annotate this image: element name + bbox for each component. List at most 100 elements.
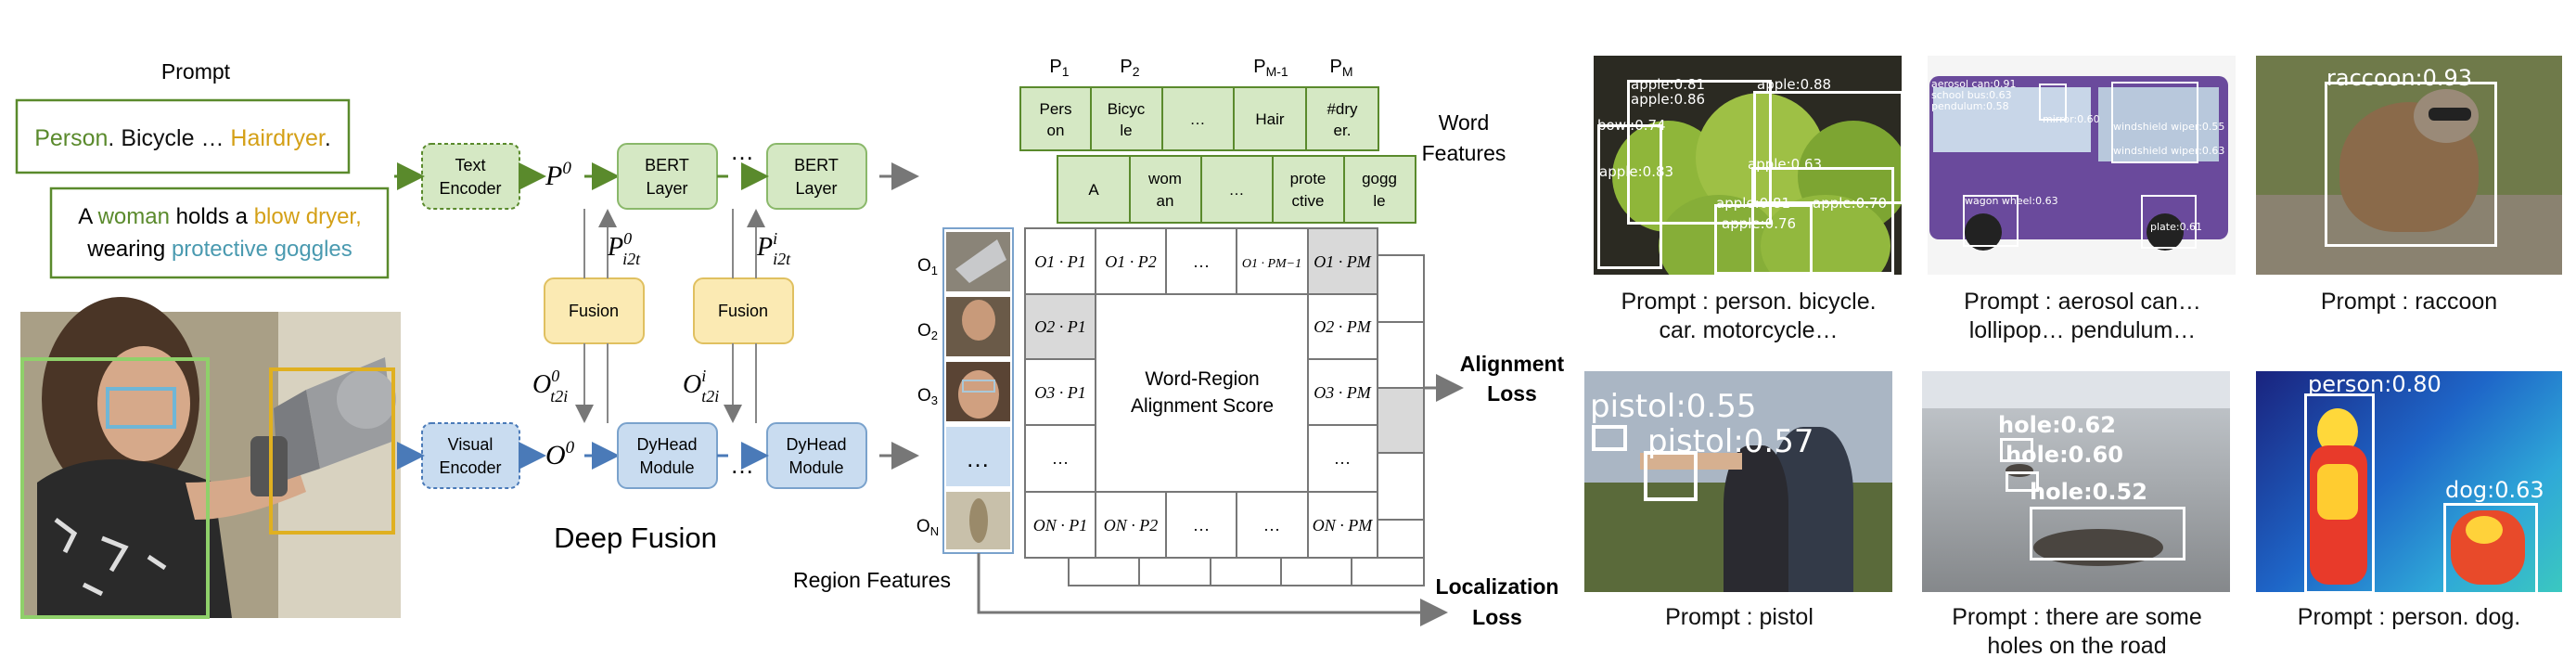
det-box — [2141, 195, 2197, 249]
svg-text:gogg: gogg — [1362, 170, 1397, 187]
localization-loss-label-2: Loss — [1472, 605, 1522, 629]
det-label: hole:0.60 — [2006, 442, 2123, 468]
localization-loss-label-1: Localization — [1436, 574, 1559, 599]
det-label: person:0.80 — [2308, 371, 2441, 397]
bert-layer-1 — [617, 143, 718, 210]
det-label: pistol:0.55 — [1590, 388, 1757, 425]
word-features-label-2: Features — [1422, 141, 1506, 165]
det-label: windshield wiper:0.55 — [2113, 121, 2225, 133]
svg-text:…: … — [1263, 516, 1280, 535]
det-box — [2039, 84, 2067, 121]
svg-text:P1: P1 — [1049, 57, 1069, 79]
svg-text:prote: prote — [1290, 170, 1326, 187]
o0-symbol: O0 — [545, 438, 575, 470]
svg-text:O2: O2 — [917, 321, 938, 342]
token-row-2: A wom an … prote ctive gogg le — [1057, 155, 1416, 224]
text-encoder-label-2: Encoder — [439, 179, 501, 198]
det-label: plate:0.61 — [2150, 221, 2203, 233]
det-label: apple:0.86 — [1631, 91, 1706, 108]
example-photo-bus: aerosol can:0.91 school bus:0.63 pendulu… — [1928, 56, 2236, 275]
prompt-title: Prompt — [161, 59, 231, 84]
det-label: apple:0.81 — [1631, 76, 1706, 93]
visual-encoder-label-1: Visual — [448, 435, 493, 454]
det-label: pistol:0.57 — [1647, 423, 1814, 460]
svg-text:O1 · P1: O1 · P1 — [1034, 252, 1086, 271]
det-label: raccoon:0.93 — [2326, 65, 2473, 91]
arrow-to-localization-loss — [977, 553, 1448, 626]
svg-text:…: … — [1193, 252, 1210, 271]
det-label: dog:0.63 — [2445, 477, 2544, 503]
alignment-grid — [1024, 227, 1378, 559]
svg-text:O1 · P2: O1 · P2 — [1105, 252, 1157, 271]
bert-layer-1-label-1: BERT — [645, 156, 689, 174]
bert-layer-2-label-1: BERT — [794, 156, 839, 174]
fusion-box-1 — [544, 277, 645, 344]
caption-bus: Prompt : aerosol can…lollipop… pendulum… — [1964, 289, 2201, 343]
region-feature-strip: … — [942, 227, 1014, 554]
svg-text:ON · PM: ON · PM — [1313, 516, 1374, 535]
deep-fusion-title: Deep Fusion — [554, 522, 717, 554]
svg-text:#dry: #dry — [1326, 100, 1358, 118]
bert-layer-1-label-2: Layer — [646, 179, 687, 198]
caption-pistol: Prompt : pistol — [1665, 604, 1813, 630]
det-box — [1753, 91, 1902, 204]
example-photo-apples: apple:0.81 apple:0.88 apple:0.86 bowl:0.… — [1594, 56, 1902, 275]
svg-text:O1 · PM: O1 · PM — [1314, 252, 1371, 271]
det-box — [2000, 438, 2033, 462]
svg-text:O3 · P1: O3 · P1 — [1034, 383, 1086, 402]
bert-layer-2-label-2: Layer — [795, 179, 837, 198]
grid-center-label-2: Alignment Score — [1131, 395, 1274, 417]
svg-text:O2 · P1: O2 · P1 — [1034, 317, 1086, 336]
det-label: school bus:0.63 — [1931, 89, 2012, 101]
fusion-2-label: Fusion — [718, 302, 768, 320]
localization-target-row — [1068, 557, 1425, 586]
svg-text:…: … — [966, 445, 990, 472]
text-encoder-box — [421, 143, 520, 210]
svg-text:er.: er. — [1334, 122, 1352, 139]
example-photo-pistol: pistol:0.55 pistol:0.57 — [1584, 371, 1892, 592]
det-label: aerosol can:0.91 — [1931, 78, 2017, 90]
det-label: pendulum:0.58 — [1931, 100, 2009, 112]
det-box — [1963, 195, 2019, 247]
prompt-text-1: Person. Bicycle … Hairdryer. — [34, 125, 331, 151]
ellipsis-bottom: … — [730, 451, 754, 479]
svg-text:Bicyc: Bicyc — [1108, 100, 1146, 118]
svg-text:wom: wom — [1147, 170, 1182, 187]
word-features-label-1: Word — [1439, 110, 1490, 135]
svg-text:P2: P2 — [1120, 57, 1139, 79]
det-label: wagon wheel:0.63 — [1965, 195, 2058, 207]
token-row-1: Pers on Bicyc le … Hair #dry er. — [1019, 86, 1379, 151]
det-label: windshield wiper:0.63 — [2113, 145, 2225, 157]
det-box — [2111, 82, 2198, 163]
text-encoder-label-1: Text — [455, 156, 485, 174]
svg-text:…: … — [1052, 449, 1069, 468]
dyhead-module-2 — [766, 422, 867, 489]
prompt-box-2 — [49, 187, 390, 279]
det-box — [1597, 124, 1662, 269]
woman-photo — [20, 297, 401, 619]
fusion-1-label: Fusion — [569, 302, 619, 320]
det-box — [2304, 393, 2375, 592]
dyhead-2-label-2: Module — [788, 458, 843, 477]
svg-text:ON · P2: ON · P2 — [1104, 516, 1159, 535]
det-box — [2443, 503, 2538, 592]
svg-text:an: an — [1157, 192, 1174, 210]
det-box — [1592, 425, 1627, 451]
dyhead-1-label-1: DyHead — [636, 435, 697, 454]
svg-text:le: le — [1120, 122, 1132, 139]
det-box — [2030, 507, 2185, 560]
svg-text:O2 · PM: O2 · PM — [1314, 317, 1371, 336]
p-labels: P1 P2 PM-1 PM — [1049, 57, 1352, 79]
region-features-label: Region Features — [793, 568, 951, 592]
svg-text:A: A — [1088, 181, 1099, 199]
det-label: hole:0.52 — [2030, 479, 2147, 505]
svg-text:O3: O3 — [917, 386, 938, 407]
alignment-loss-label-2: Loss — [1487, 381, 1537, 406]
svg-text:ON: ON — [916, 517, 939, 538]
